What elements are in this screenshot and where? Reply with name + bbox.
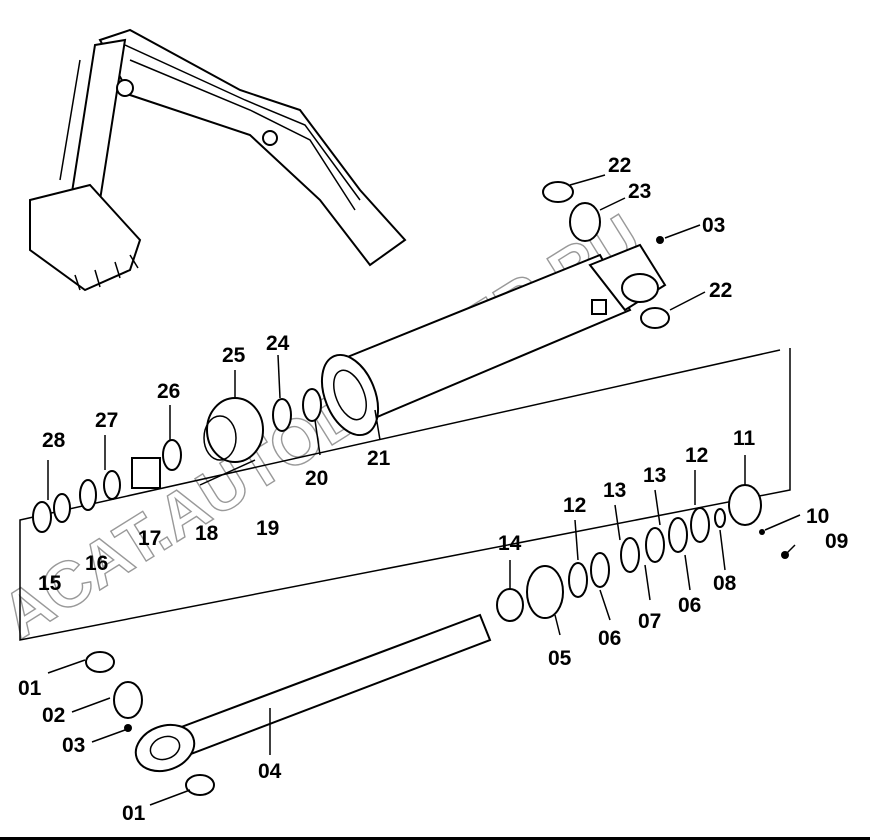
label-19: 19 xyxy=(256,517,279,540)
label-06-left: 06 xyxy=(598,627,621,650)
label-17: 17 xyxy=(138,527,161,550)
label-01-top: 01 xyxy=(18,677,42,700)
label-22-right: 22 xyxy=(709,279,732,302)
label-09: 09 xyxy=(825,530,848,553)
label-28: 28 xyxy=(42,429,66,452)
assembly-boundary-line xyxy=(19,348,791,641)
label-27: 27 xyxy=(95,409,118,432)
nut-part-11 xyxy=(728,484,762,526)
label-14: 14 xyxy=(498,532,522,555)
label-23: 23 xyxy=(628,180,651,203)
label-26: 26 xyxy=(157,380,180,403)
label-08: 08 xyxy=(713,572,737,595)
piston-part-05 xyxy=(526,565,564,619)
label-20: 20 xyxy=(305,467,328,490)
label-18: 18 xyxy=(195,522,219,545)
label-13-right: 13 xyxy=(643,464,666,487)
excavator-arm-illustration xyxy=(29,28,407,292)
label-25: 25 xyxy=(222,344,246,367)
label-15: 15 xyxy=(38,572,62,595)
label-10: 10 xyxy=(806,505,829,528)
label-05: 05 xyxy=(548,647,572,670)
label-21: 21 xyxy=(367,447,391,470)
spacer-part-14 xyxy=(496,588,524,622)
label-12-right: 12 xyxy=(685,444,708,467)
cylinder-barrel-part-21 xyxy=(320,243,667,437)
label-03-top: 03 xyxy=(702,214,725,237)
label-04: 04 xyxy=(258,760,282,783)
bolt-part-18 xyxy=(199,459,256,486)
label-24: 24 xyxy=(266,332,290,355)
label-03-bottom: 03 xyxy=(62,734,85,757)
part-labels: 01 02 03 01 04 05 06 07 06 08 09 10 11 1… xyxy=(18,154,848,825)
label-16: 16 xyxy=(85,552,108,575)
leader-lines xyxy=(47,174,801,806)
label-13-left: 13 xyxy=(603,479,626,502)
label-07: 07 xyxy=(638,610,661,633)
seal-rings xyxy=(32,181,789,796)
label-12-left: 12 xyxy=(563,494,586,517)
label-06-right: 06 xyxy=(678,594,701,617)
label-01-bottom: 01 xyxy=(122,802,146,825)
label-22-top: 22 xyxy=(608,154,631,177)
piston-rod-part-04 xyxy=(134,613,492,773)
label-02: 02 xyxy=(42,704,65,727)
label-11: 11 xyxy=(733,427,756,450)
